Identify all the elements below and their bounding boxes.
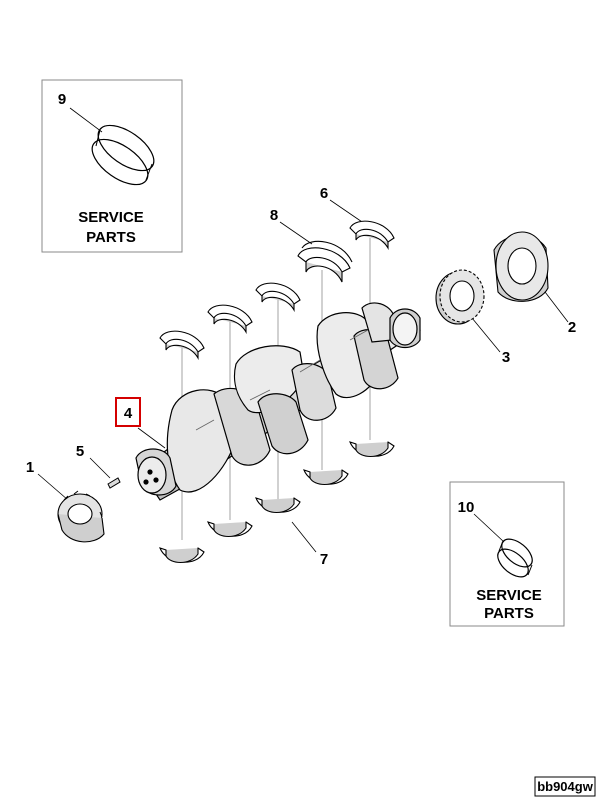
lower-shell-5 — [349, 441, 395, 458]
service-parts-top-line1: SERVICE — [78, 209, 144, 226]
service-parts-bottom-line1: SERVICE — [476, 587, 542, 604]
lower-shell-4 — [303, 469, 349, 486]
thrust-ring-10-part — [497, 538, 533, 578]
service-parts-top-line2: PARTS — [86, 229, 136, 246]
lower-shell-3 — [255, 497, 301, 514]
service-parts-bottom-line2: PARTS — [484, 605, 534, 622]
dowel-pin-part — [107, 477, 121, 489]
callout-1: 1 — [26, 459, 34, 476]
callout-7: 7 — [320, 551, 328, 568]
upper-bearing-shells — [159, 220, 395, 361]
service-parts-box-top: SERVICE PARTS — [41, 79, 183, 253]
crankshaft-rear-gear-part — [435, 269, 485, 325]
callout-4: 4 — [124, 405, 133, 422]
crankshaft-part — [135, 302, 421, 501]
upper-shell-5 — [349, 220, 395, 251]
callout-3: 3 — [502, 349, 510, 366]
upper-shell-3 — [255, 282, 301, 313]
rear-oil-seal-part — [493, 231, 549, 302]
crankshaft-front-gear-part — [57, 490, 105, 543]
upper-shell-2 — [207, 304, 253, 335]
callout-10: 10 — [458, 499, 475, 516]
lower-shell-2 — [207, 521, 253, 538]
lower-shell-1 — [159, 547, 205, 564]
callout-5: 5 — [76, 443, 84, 460]
reference-code-box: bb904gw — [534, 776, 596, 797]
thrust-ring-9-part — [91, 124, 155, 186]
reference-code: bb904gw — [537, 779, 594, 794]
service-parts-box-bottom: SERVICE PARTS — [449, 481, 565, 627]
callout-4-highlight[interactable]: 4 — [115, 397, 141, 427]
upper-shell-4-flanged — [297, 240, 353, 283]
callout-6: 6 — [320, 185, 328, 202]
upper-shell-1 — [159, 330, 205, 361]
callout-2: 2 — [568, 319, 576, 336]
lower-bearing-shells — [159, 441, 395, 564]
callout-8: 8 — [270, 207, 278, 224]
callout-9: 9 — [58, 91, 66, 108]
